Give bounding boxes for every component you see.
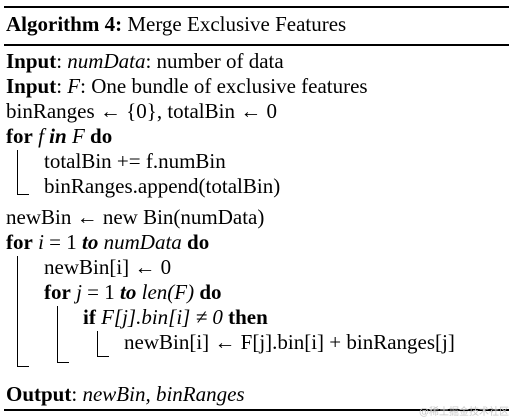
do-keyword: do <box>90 124 113 148</box>
for1-body-line-1: totalBin += f.numBin <box>44 149 226 173</box>
algorithm-name: Merge Exclusive Features <box>127 12 347 36</box>
top-rule <box>4 6 509 8</box>
input-line-2: Input: F: One bundle of exclusive featur… <box>6 74 368 98</box>
if-line: if F[j].bin[i] ≠ 0 then <box>83 305 268 329</box>
to-keyword: to <box>82 230 99 254</box>
loop-eq: = 1 <box>81 280 121 304</box>
do-keyword: do <box>187 230 210 254</box>
input-desc: : One bundle of exclusive features <box>80 74 368 98</box>
if-scope-hook <box>97 356 109 357</box>
in-keyword: in <box>49 124 67 148</box>
if-body-line: newBin[i] ← F[j].bin[i] + binRanges[j] <box>124 330 455 354</box>
input-var: F <box>67 74 81 98</box>
loop-bound: len(F) <box>141 280 195 304</box>
then-keyword: then <box>228 305 268 329</box>
algorithm-title: Algorithm 4: Merge Exclusive Features <box>6 12 346 36</box>
output-sep: : <box>71 382 83 406</box>
input-sep: : <box>56 49 68 73</box>
loop-bound: numData <box>103 230 182 254</box>
algorithm-label: Algorithm 4: <box>6 12 123 36</box>
if-keyword: if <box>83 305 96 329</box>
input-line-1: Input: numData: number of data <box>6 49 284 73</box>
bottom-rule <box>4 409 509 411</box>
for1-scope-bar <box>17 150 18 194</box>
watermark: @稀土掘金技术社区 <box>419 407 509 418</box>
for-line-2: for i = 1 to numData do <box>6 230 209 254</box>
input-var: numData <box>67 49 146 73</box>
do-keyword: do <box>199 280 222 304</box>
for-line-1: for f in F do <box>6 124 112 148</box>
for2-scope-bar <box>17 256 18 366</box>
output-keyword: Output <box>6 382 72 406</box>
loop-eq: = 1 <box>43 230 83 254</box>
for1-body-line-2: binRanges.append(totalBin) <box>44 174 281 198</box>
loop-var: i <box>38 230 44 254</box>
for1-scope-hook <box>17 194 29 195</box>
input-keyword: Input <box>6 49 57 73</box>
for-keyword: for <box>44 280 71 304</box>
output-vars: newBin, binRanges <box>82 382 245 406</box>
if-scope-bar <box>97 331 98 356</box>
input-sep: : <box>56 74 68 98</box>
input-desc: : number of data <box>145 49 284 73</box>
for-keyword: for <box>6 230 33 254</box>
for3-scope-hook <box>57 362 69 363</box>
to-keyword: to <box>120 280 137 304</box>
for-keyword: for <box>6 124 33 148</box>
init-line: binRanges ← {0}, totalBin ← 0 <box>6 99 277 123</box>
loop-var: f <box>38 124 44 148</box>
for-line-3: for j = 1 to len(F) do <box>44 280 222 304</box>
newbin-line: newBin ← new Bin(numData) <box>6 205 265 229</box>
title-rule <box>4 44 509 46</box>
if-condition: F[j].bin[i] ≠ 0 <box>101 305 223 329</box>
for3-scope-bar <box>57 306 58 362</box>
for2-scope-hook <box>17 366 29 367</box>
output-line: Output: newBin, binRanges <box>6 382 245 406</box>
loop-var: j <box>76 280 82 304</box>
loop-set: F <box>71 124 85 148</box>
for2-body-line-1: newBin[i] ← 0 <box>44 255 172 279</box>
input-keyword: Input <box>6 74 57 98</box>
